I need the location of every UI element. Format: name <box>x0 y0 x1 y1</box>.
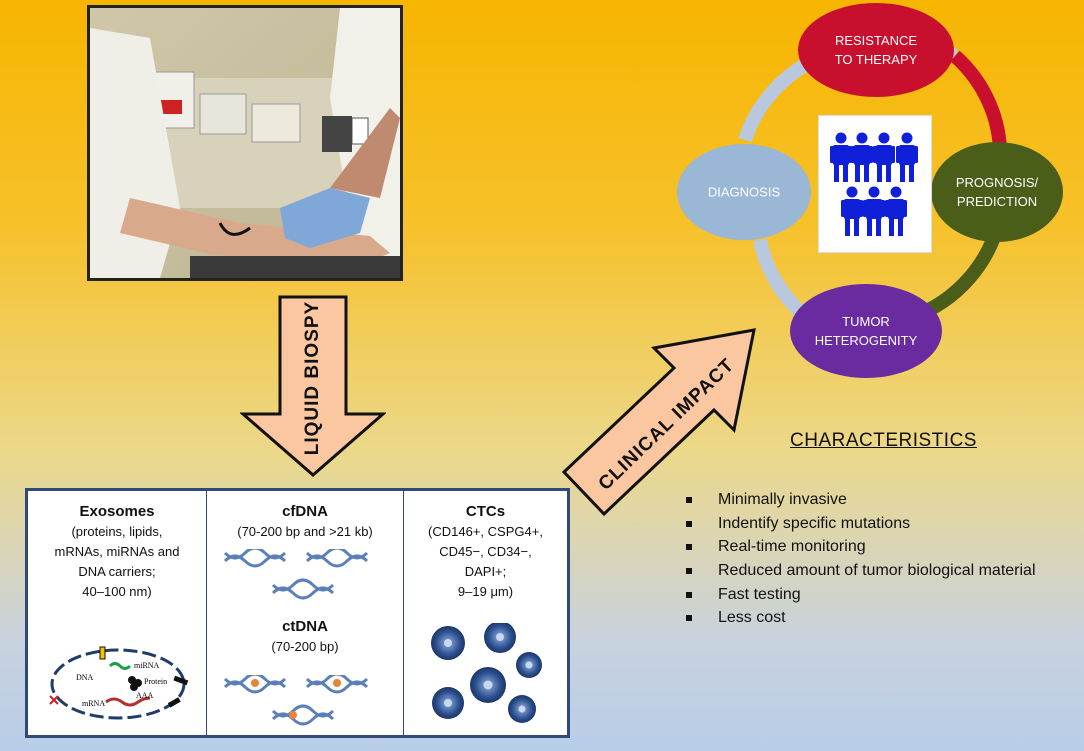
cfdna-title: cfDNA <box>282 503 328 520</box>
population-box <box>818 115 932 253</box>
column-divider <box>403 491 404 735</box>
ctcs-line-3: DAPI+; <box>464 564 507 579</box>
ctc-cells-icon <box>431 623 542 723</box>
list-item: Indentify specific mutations <box>686 512 1036 536</box>
node-diagnosis-label: DIAGNOSIS <box>707 184 781 200</box>
node-resistance <box>798 3 954 97</box>
ctdna-subtitle: (70-200 bp) <box>271 639 339 654</box>
ctcs-line-1: (CD146+, CSPG4+, <box>428 524 543 539</box>
exosome-protein-label: Protein <box>144 677 167 686</box>
node-tumor-label: TUMOR HETEROGENITY <box>815 312 918 350</box>
tumor-line-2: HETEROGENITY <box>814 333 918 348</box>
ctdna-title: ctDNA <box>282 618 328 635</box>
exosome-dna-label: DNA <box>76 673 94 682</box>
exosomes-line-4: 40–100 nm) <box>82 584 152 599</box>
list-item: Fast testing <box>686 583 1036 607</box>
ctcs-title: CTCs <box>465 503 506 520</box>
list-item: Minimally invasive <box>686 488 1036 512</box>
node-prognosis <box>931 142 1063 242</box>
tumor-line-1: TUMOR <box>842 314 890 329</box>
exosomes-line-1: (proteins, lipids, <box>71 524 163 539</box>
bullet-icon <box>686 544 692 551</box>
bullet-icon <box>686 615 692 622</box>
exosome-diagram: miRNA DNA Protein AAA mRNA <box>49 646 189 720</box>
ctcs-line-4: 9–19 μm) <box>457 584 514 599</box>
node-diagnosis <box>677 144 811 240</box>
cfdna-helix-icon <box>223 549 369 600</box>
clinical-impact-arrow <box>561 328 756 517</box>
cfdna-subtitle: (70-200 bp and >21 kb) <box>237 524 373 539</box>
exosomes-line-3: DNA carriers; <box>78 564 156 579</box>
bullet-icon <box>686 591 692 598</box>
resistance-line-1: RESISTANCE <box>834 33 918 48</box>
bullet-icon <box>686 568 692 575</box>
blood-draw-illustration <box>90 8 400 278</box>
prognosis-line-1: PROGNOSIS/ <box>955 175 1039 190</box>
ctcs-line-2: CD45−, CD34−, <box>439 544 532 559</box>
list-item: Less cost <box>686 606 1036 630</box>
list-item: Real-time monitoring <box>686 535 1036 559</box>
exosomes-line-2: mRNAs, miRNAs and <box>54 544 180 559</box>
biomarkers-table: Exosomes (proteins, lipids, mRNAs, miRNA… <box>25 488 570 738</box>
liquid-biopsy-arrow <box>240 295 386 477</box>
bullet-icon <box>686 497 692 503</box>
column-divider <box>206 491 207 735</box>
blood-draw-photo <box>87 5 403 281</box>
node-prognosis-label: PROGNOSIS/ PREDICTION <box>956 173 1038 211</box>
cfdna-column: cfDNA (70-200 bp and >21 kb) ctDNA (70-2… <box>207 491 403 735</box>
list-item: Reduced amount of tumor biological mater… <box>686 559 1036 583</box>
resistance-line-2: TO THERAPY <box>834 52 918 67</box>
node-tumor <box>790 284 942 378</box>
characteristics-list: Minimally invasive Indentify specific mu… <box>686 488 1036 630</box>
clinical-impact-cycle <box>677 3 1063 378</box>
liquid-biopsy-label: LIQUID BIOSPY <box>302 300 323 456</box>
bullet-icon <box>686 520 692 527</box>
people-icon <box>830 132 918 236</box>
ctcs-column: CTCs (CD146+, CSPG4+, CD45−, CD34−, DAPI… <box>404 491 567 735</box>
exosome-mrna-label: mRNA <box>82 699 105 708</box>
ctdna-helix-icon <box>223 675 369 726</box>
exosomes-column: Exosomes (proteins, lipids, mRNAs, miRNA… <box>28 491 206 735</box>
exosomes-title: Exosomes <box>79 503 155 520</box>
prognosis-line-2: PREDICTION <box>956 194 1038 209</box>
exosome-mirna-label: miRNA <box>134 661 160 670</box>
node-resistance-label: RESISTANCE TO THERAPY <box>835 31 918 69</box>
exosome-aaa-label: AAA <box>136 691 154 700</box>
characteristics-title: CHARACTERISTICS <box>790 430 977 451</box>
